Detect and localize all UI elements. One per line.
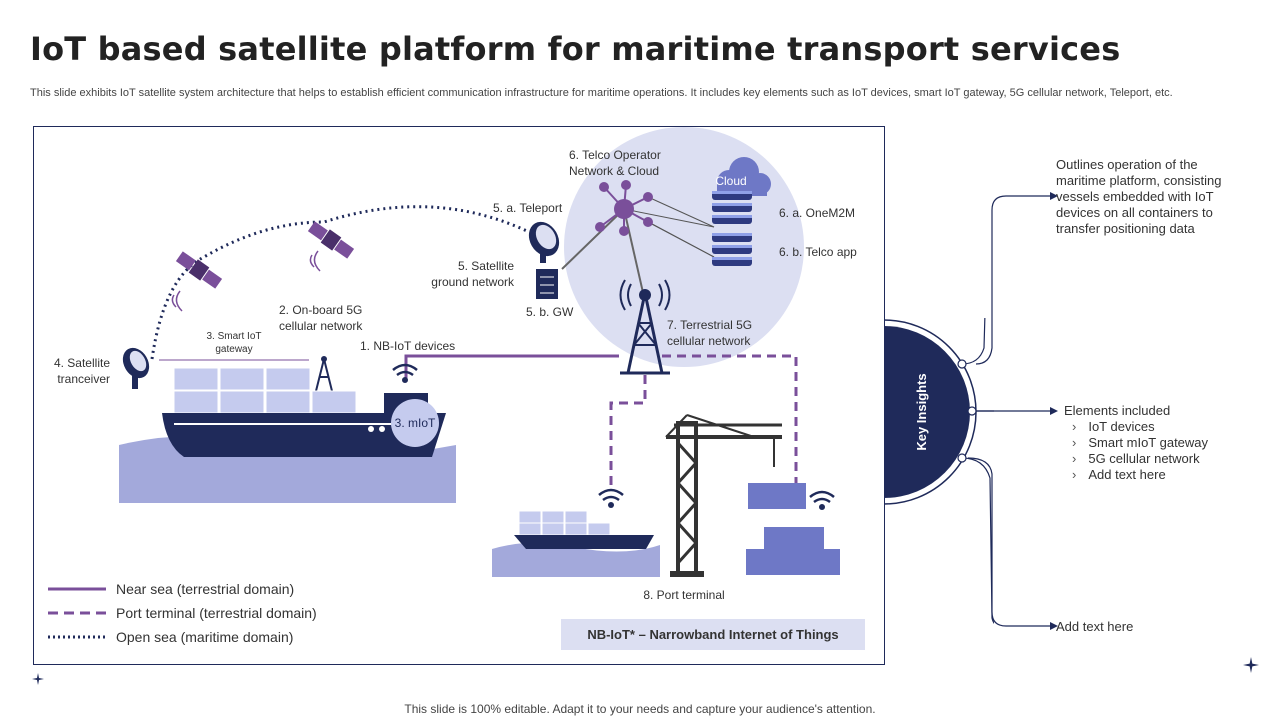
port-crane-icon: [665, 414, 782, 577]
gateway-server-icon: [536, 269, 558, 299]
satellite-tranceiver-label-line2: tranceiver: [57, 372, 110, 386]
satellite-tranceiver-icon: [122, 347, 150, 389]
onboard-label-line2: cellular network: [279, 319, 363, 333]
port-container-stacks: [746, 483, 840, 575]
key-insights-connector: Key Insights: [884, 318, 994, 624]
insight-2-title: Elements included: [1064, 403, 1171, 418]
5g-tower-icon: [619, 279, 671, 375]
cloud-label: Cloud: [715, 174, 746, 188]
smart-gateway-label-line1: 3. Smart IoT: [206, 331, 261, 342]
legend-near-sea-label: Near sea (terrestrial domain): [116, 581, 294, 597]
terrestrial-label-line1: 7. Terrestrial 5G: [667, 318, 752, 332]
small-ship-wifi-icon: [598, 488, 624, 508]
legend-port-terminal-label: Port terminal (terrestrial domain): [116, 605, 317, 621]
insight-arrows: [967, 192, 1058, 630]
port-link-left: [609, 375, 647, 487]
slide-footer: This slide is 100% editable. Adapt it to…: [404, 702, 876, 716]
gw-label: 5. b. GW: [526, 305, 574, 319]
insight-2-bullets: IoT devices Smart mIoT gateway 5G cellul…: [1064, 419, 1254, 483]
nbiot-note-text: NB-IoT* – Narrowband Internet of Things: [587, 627, 838, 642]
satellite-2-icon: [307, 221, 355, 259]
telco-app-label: 6. b. Telco app: [779, 245, 857, 259]
insight-2: Elements included IoT devices Smart mIoT…: [1064, 403, 1254, 483]
nbiot-note-box: [561, 619, 865, 650]
container-wifi-icon: [809, 490, 835, 510]
terrestrial-label-line2: cellular network: [667, 334, 751, 348]
telco-app-server-icon: [712, 233, 752, 266]
open-sea-link: [150, 205, 530, 360]
satellite-1-icon: [175, 251, 223, 289]
onboard-tower-icon: [315, 356, 333, 392]
insight-1-text: Outlines operation of the maritime platf…: [1056, 157, 1222, 236]
architecture-diagram: Cloud: [48, 127, 865, 650]
onem2m-label: 6. a. OneM2M: [779, 206, 855, 220]
near-sea-link: [404, 354, 619, 382]
port-sea-water: [492, 542, 660, 577]
miot-node: [391, 399, 439, 447]
slide-subtitle: This slide exhibits IoT satellite system…: [30, 87, 1173, 99]
sparkle-icon: [32, 673, 44, 685]
miot-label: 3. mIoT: [395, 416, 436, 430]
insight-2-bullet: Smart mIoT gateway: [1072, 435, 1254, 451]
legend-open-sea-label: Open sea (maritime domain): [116, 629, 293, 645]
insight-node-1: [957, 359, 967, 369]
teleport-dish-icon: [528, 221, 560, 263]
legend: Near sea (terrestrial domain) Port termi…: [48, 581, 317, 645]
telco-label-line1: 6. Telco Operator: [569, 148, 661, 162]
sparkle-icon: [1243, 657, 1259, 673]
insight-2-bullet: IoT devices: [1072, 419, 1254, 435]
telco-label-line2: Network & Cloud: [569, 164, 659, 178]
satellite-ground-label-line1: 5. Satellite: [458, 259, 514, 273]
smart-gateway-label-line2: gateway: [215, 344, 252, 355]
teleport-label: 5. a. Teleport: [493, 201, 563, 215]
big-ship-containers: [173, 367, 357, 414]
insight-2-bullet: Add text here: [1072, 467, 1254, 483]
nbiot-wifi-icon: [392, 363, 418, 383]
onem2m-server-icon: [712, 191, 752, 224]
key-insights-label: Key Insights: [914, 373, 929, 450]
key-insights-half-circle: [884, 326, 970, 498]
small-ship-containers: [518, 510, 611, 536]
nbiot-devices-label: 1. NB-IoT devices: [360, 339, 455, 353]
slide-title: IoT based satellite platform for maritim…: [30, 30, 1121, 68]
port-terminal-label: 8. Port terminal: [643, 588, 724, 602]
insight-3-text: Add text here: [1056, 619, 1134, 634]
diagram-frame: Cloud: [33, 126, 885, 665]
onboard-label-line1: 2. On-board 5G: [279, 303, 362, 317]
insight-2-bullet: 5G cellular network: [1072, 451, 1254, 467]
satellite-ground-label-line2: ground network: [431, 275, 515, 289]
satellite-tranceiver-label-line1: 4. Satellite: [54, 356, 110, 370]
telco-network-hub-icon: [561, 180, 715, 298]
small-ship-hull: [514, 535, 654, 549]
insight-node-3: [957, 453, 967, 463]
